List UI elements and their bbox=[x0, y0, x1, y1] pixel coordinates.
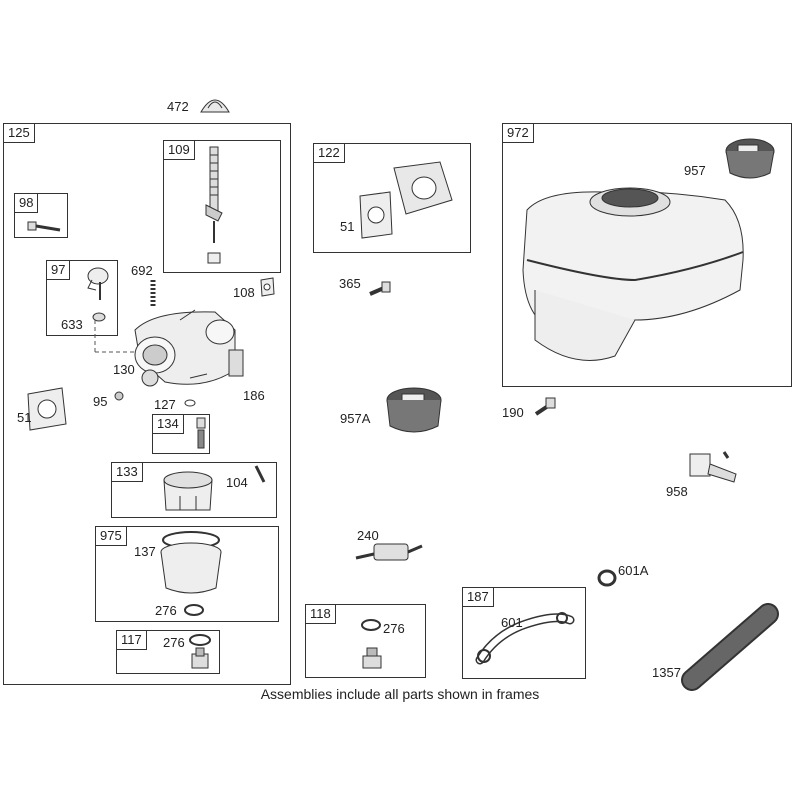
float-needle-icon bbox=[205, 146, 223, 264]
label-186: 186 bbox=[243, 388, 265, 403]
frame-109-label: 109 bbox=[163, 140, 195, 160]
float-bowl-975-icon bbox=[160, 531, 222, 594]
fuel-valve-958-icon bbox=[689, 451, 737, 483]
bolt-190-icon bbox=[534, 397, 556, 416]
label-692: 692 bbox=[131, 263, 153, 278]
frame-187-label: 187 bbox=[462, 587, 494, 607]
label-137: 137 bbox=[134, 544, 156, 559]
spacer-122-icon bbox=[393, 161, 453, 215]
diagram-caption: Assemblies include all parts shown in fr… bbox=[260, 686, 540, 702]
frame-117-label: 117 bbox=[116, 630, 147, 650]
frame-98: 98 bbox=[14, 193, 68, 238]
label-365: 365 bbox=[339, 276, 361, 291]
frame-972-label: 972 bbox=[502, 123, 534, 143]
washer-276-icon bbox=[184, 604, 204, 616]
screw-95-icon bbox=[114, 391, 124, 401]
frame-97: 97 bbox=[46, 260, 118, 336]
label-51-right: 51 bbox=[340, 219, 355, 234]
frame-133-label: 133 bbox=[111, 462, 143, 482]
frame-118-label: 118 bbox=[305, 604, 336, 624]
frame-117: 117 bbox=[116, 630, 220, 674]
label-190: 190 bbox=[502, 405, 524, 420]
bolt-117-icon bbox=[189, 634, 211, 669]
choke-lever-icon bbox=[87, 267, 109, 300]
label-95: 95 bbox=[93, 394, 108, 409]
label-127: 127 bbox=[154, 397, 176, 412]
label-51-left: 51 bbox=[17, 410, 32, 425]
frame-975-label: 975 bbox=[95, 526, 127, 546]
label-601: 601 bbox=[501, 615, 523, 630]
label-276-118: 276 bbox=[383, 621, 405, 636]
frame-109: 109 bbox=[163, 140, 281, 273]
label-276-bowl: 276 bbox=[155, 603, 177, 618]
plug-118-icon bbox=[362, 647, 382, 669]
frame-98-label: 98 bbox=[14, 193, 39, 213]
fuel-line-187-icon bbox=[475, 612, 575, 665]
clamp-601A-icon bbox=[597, 569, 617, 587]
fuel-cap-small-icon bbox=[200, 99, 230, 113]
choke-plate-icon bbox=[141, 369, 159, 387]
screw-98-icon bbox=[27, 221, 61, 232]
frame-122: 122 bbox=[313, 143, 471, 253]
label-108: 108 bbox=[233, 285, 255, 300]
label-633: 633 bbox=[61, 317, 83, 332]
jet-134-icon bbox=[196, 417, 206, 449]
float-133-icon bbox=[163, 471, 213, 511]
label-601A: 601A bbox=[618, 563, 649, 578]
label-1357: 1357 bbox=[652, 665, 681, 680]
label-104: 104 bbox=[226, 475, 248, 490]
label-240: 240 bbox=[357, 528, 379, 543]
label-957: 957 bbox=[684, 163, 706, 178]
fuel-cap-957A-icon bbox=[386, 387, 442, 433]
carburetor-icon bbox=[94, 309, 244, 385]
oring-127-icon bbox=[184, 399, 196, 407]
frame-97-label: 97 bbox=[46, 260, 71, 280]
frame-975: 975 bbox=[95, 526, 279, 622]
frame-122-label: 122 bbox=[313, 143, 345, 163]
label-958: 958 bbox=[666, 484, 688, 499]
gasket-51-icon bbox=[27, 387, 67, 431]
frame-187: 187 bbox=[462, 587, 586, 679]
spring-692-icon bbox=[150, 280, 156, 308]
gasket-108-icon bbox=[260, 277, 275, 297]
label-472: 472 bbox=[167, 99, 189, 114]
washer-633-icon bbox=[92, 312, 106, 322]
frame-134: 134 bbox=[152, 414, 210, 454]
frame-118: 118 bbox=[305, 604, 426, 678]
fuel-cap-957-icon bbox=[725, 138, 775, 179]
frame-972: 972 bbox=[502, 123, 792, 387]
frame-134-label: 134 bbox=[152, 414, 184, 434]
gasket-51b-icon bbox=[359, 191, 393, 239]
label-276-117: 276 bbox=[163, 635, 185, 650]
frame-133: 133 bbox=[111, 462, 277, 518]
bolt-365-icon bbox=[369, 281, 391, 296]
fuel-filter-240-icon bbox=[355, 543, 423, 561]
fuel-tank-icon bbox=[522, 187, 744, 361]
frame-125-label: 125 bbox=[3, 123, 35, 143]
frame-125: 125 bbox=[3, 123, 291, 685]
pin-104-icon bbox=[254, 465, 266, 483]
label-957A: 957A bbox=[340, 411, 371, 426]
label-130: 130 bbox=[113, 362, 135, 377]
washer-118-icon bbox=[361, 619, 381, 631]
corrugated-hose-1357-icon bbox=[681, 603, 779, 691]
